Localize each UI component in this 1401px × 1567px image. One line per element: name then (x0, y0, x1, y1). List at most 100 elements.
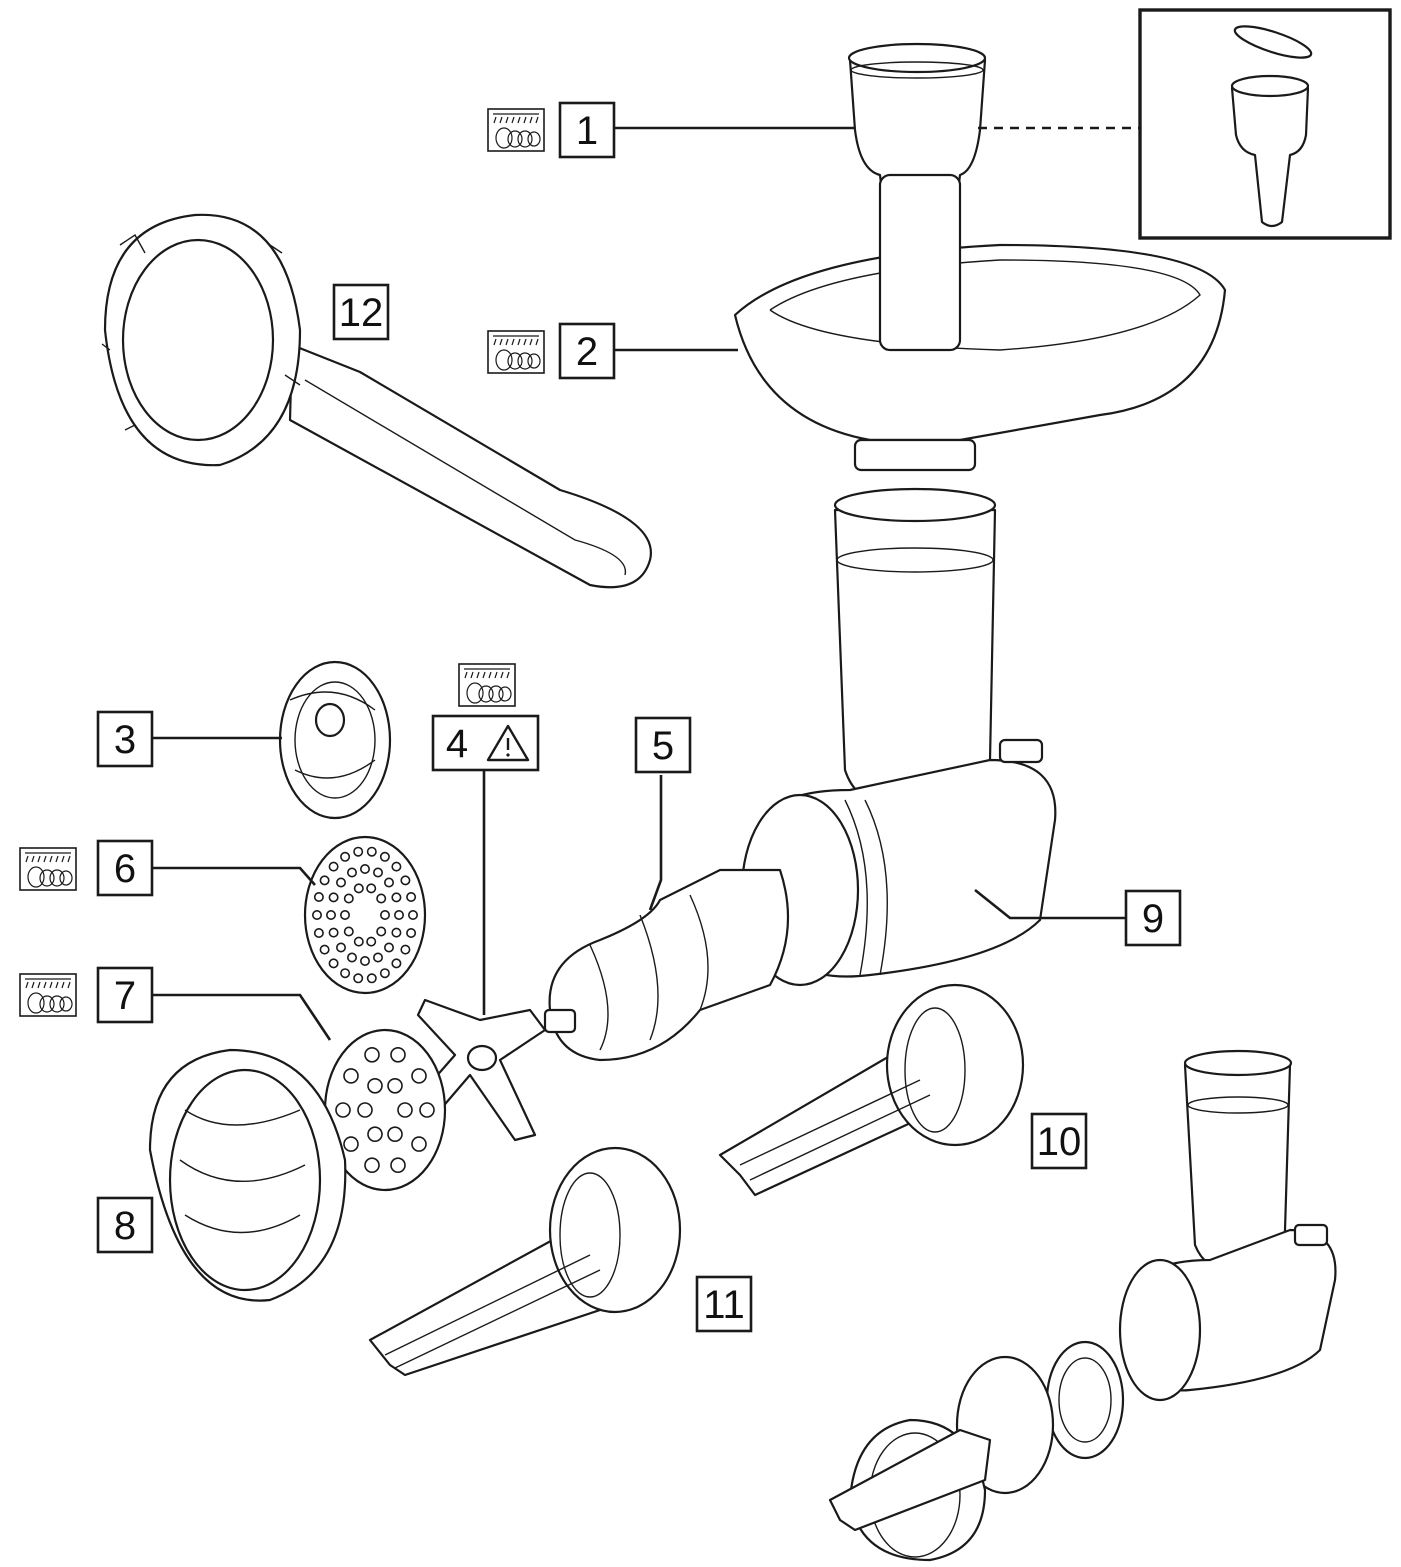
plate-hole (343, 926, 354, 937)
plate-hole (353, 936, 364, 947)
plate-hole (319, 944, 330, 955)
callout-1: 1 (487, 101, 616, 159)
plate-hole (372, 952, 383, 963)
callout-10-label: 10 (1037, 1120, 1082, 1164)
plate-hole (366, 973, 377, 984)
leader-lines (153, 126, 1140, 1041)
plate-hole (397, 1102, 413, 1118)
plate-hole (390, 1047, 406, 1063)
callout-3: 3 (96, 710, 154, 768)
plate-hole (343, 1136, 359, 1152)
callout-8-label: 8 (114, 1204, 136, 1248)
plate-hole (379, 968, 390, 979)
plate-hole (366, 936, 377, 947)
worm-screw-part (543, 868, 790, 1062)
wrench-part (101, 213, 652, 589)
plate-hole (335, 877, 346, 888)
plate-hole (313, 927, 324, 938)
plate-hole (343, 1068, 359, 1084)
plate-hole (328, 927, 339, 938)
assembled-sausage-view (828, 1049, 1337, 1562)
plate-hole (328, 861, 339, 872)
dishwasher-safe-icon (487, 108, 545, 152)
plate-hole (376, 893, 387, 904)
callout-11-label: 11 (703, 1283, 745, 1327)
callout-2-label: 2 (576, 330, 598, 374)
callout-7: 7 (19, 966, 154, 1024)
cutting-knife-part (416, 998, 547, 1142)
plate-hole (372, 867, 383, 878)
plate-hole (391, 927, 402, 938)
plate-hole (343, 893, 354, 904)
dishwasher-safe-icon (19, 973, 77, 1017)
grinder-body-part (740, 487, 1057, 987)
callout-3-label: 3 (114, 718, 136, 762)
plate-hole (391, 958, 402, 969)
plate-hole (353, 973, 364, 984)
plate-hole (313, 891, 324, 902)
plate-hole (383, 877, 394, 888)
plate-hole (391, 892, 402, 903)
callout-4: 4 (431, 663, 540, 772)
callout-9-label: 9 (1142, 897, 1164, 941)
plate-hole (419, 1102, 435, 1118)
sausage-horn-small-part (368, 1146, 682, 1377)
plate-hole (391, 861, 402, 872)
callout-6-label: 6 (114, 847, 136, 891)
plate-hole (411, 1068, 427, 1084)
callout-10: 10 (1030, 1112, 1088, 1170)
callout-9: 9 (1124, 889, 1182, 947)
plate-hole (406, 927, 417, 938)
plate-hole (346, 867, 357, 878)
dishwasher-safe-icon (19, 847, 77, 891)
sausage-horn-large-part (718, 983, 1025, 1197)
callout-1-label: 1 (576, 109, 598, 153)
plate-hole (383, 942, 394, 953)
plate-hole (393, 909, 404, 920)
plate-hole (319, 875, 330, 886)
callout-11: 11 (695, 1275, 753, 1333)
plate-hole (411, 1136, 427, 1152)
plate-hole (387, 1126, 403, 1142)
plate-hole (407, 909, 418, 920)
plate-hole (335, 1102, 351, 1118)
plate-hole (379, 909, 390, 920)
plate-hole (359, 955, 370, 966)
callout-7-label: 7 (114, 974, 136, 1018)
callout-12-label: 12 (339, 291, 384, 335)
plate-hole (367, 1078, 383, 1094)
plate-hole (367, 1126, 383, 1142)
plate-hole (357, 1102, 373, 1118)
plate-hole (311, 909, 322, 920)
plate-hole (353, 846, 364, 857)
plate-hole (339, 909, 350, 920)
plate-hole (406, 891, 417, 902)
plate-hole (400, 875, 411, 886)
plate-hole (328, 958, 339, 969)
plate-hole (366, 846, 377, 857)
inset-view (1138, 8, 1392, 240)
plate-hole (340, 851, 351, 862)
plate-hole (340, 968, 351, 979)
plate-hole (359, 863, 370, 874)
plate-hole (387, 1078, 403, 1094)
plate-hole (364, 1047, 380, 1063)
callout-5-label: 5 (652, 724, 674, 768)
plate-hole (346, 952, 357, 963)
callout-6: 6 (19, 839, 154, 897)
callout-5: 5 (634, 716, 692, 774)
plate-hole (335, 942, 346, 953)
callout-8: 8 (96, 1196, 154, 1254)
callout-2: 2 (487, 322, 616, 380)
plate-hole (328, 892, 339, 903)
dishwasher-safe-icon (458, 663, 516, 707)
callout-4-label: 4 (446, 722, 468, 766)
dishwasher-safe-icon (487, 330, 545, 374)
plate-hole (353, 883, 364, 894)
plate-hole (364, 1157, 380, 1173)
callout-12: 12 (332, 283, 390, 341)
tray-part (733, 173, 1227, 472)
plate-hole (390, 1157, 406, 1173)
stuffing-plate-part (278, 660, 392, 820)
